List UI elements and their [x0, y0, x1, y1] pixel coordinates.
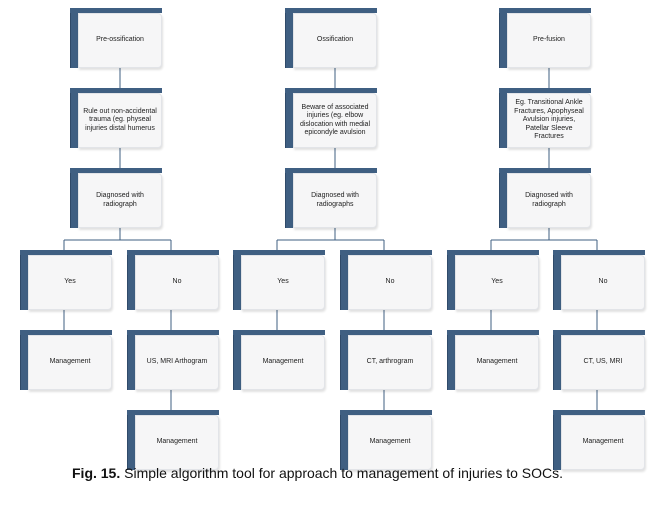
warning-box-0-label: Rule out non-accidental trauma (eg. phys… — [78, 93, 162, 148]
no-box-1: No — [340, 250, 432, 310]
warning-box-2: Eg. Transitional Ankle Fractures, Apophy… — [499, 88, 591, 148]
yes-management-box-1-label: Management — [241, 335, 325, 390]
yes-box-1-accent-top — [233, 250, 325, 255]
yes-management-box-0: Management — [20, 330, 112, 390]
no-management-box-2-accent-top — [553, 410, 645, 415]
no-investigation-box-1-accent-top — [340, 330, 432, 335]
yes-box-0-accent-top — [20, 250, 112, 255]
no-investigation-box-1: CT, arthrogram — [340, 330, 432, 390]
no-box-0-accent-top — [127, 250, 219, 255]
figure-caption: Fig. 15. Simple algorithm tool for appro… — [72, 465, 632, 481]
diagnosis-box-0-accent-top — [70, 168, 162, 173]
yes-box-0-label: Yes — [28, 255, 112, 310]
diagnosis-box-2-accent-top — [499, 168, 591, 173]
stage-box-1-accent-top — [285, 8, 377, 13]
no-box-0-label: No — [135, 255, 219, 310]
no-management-box-2-label: Management — [561, 415, 645, 470]
no-investigation-box-2: CT, US, MRI — [553, 330, 645, 390]
no-management-box-1-label: Management — [348, 415, 432, 470]
yes-management-box-1: Management — [233, 330, 325, 390]
diagnosis-box-0-label: Diagnosed with radiograph — [78, 173, 162, 228]
no-management-box-0: Management — [127, 410, 219, 470]
no-management-box-2: Management — [553, 410, 645, 470]
yes-box-2: Yes — [447, 250, 539, 310]
no-investigation-box-0: US, MRI Arthogram — [127, 330, 219, 390]
no-management-box-1-accent-top — [340, 410, 432, 415]
no-box-2: No — [553, 250, 645, 310]
yes-management-box-0-label: Management — [28, 335, 112, 390]
warning-box-1-accent-top — [285, 88, 377, 93]
warning-box-1: Beware of associated injuries (eg. elbow… — [285, 88, 377, 148]
yes-management-box-2: Management — [447, 330, 539, 390]
diagnosis-box-2: Diagnosed with radiograph — [499, 168, 591, 228]
stage-box-0-label: Pre-ossification — [78, 13, 162, 68]
warning-box-2-accent-top — [499, 88, 591, 93]
no-box-1-accent-top — [340, 250, 432, 255]
no-management-box-0-label: Management — [135, 415, 219, 470]
stage-box-2-label: Pre-fusion — [507, 13, 591, 68]
yes-management-box-2-label: Management — [455, 335, 539, 390]
yes-box-2-label: Yes — [455, 255, 539, 310]
no-investigation-box-1-label: CT, arthrogram — [348, 335, 432, 390]
no-investigation-box-2-accent-top — [553, 330, 645, 335]
diagnosis-box-1-accent-top — [285, 168, 377, 173]
yes-box-0: Yes — [20, 250, 112, 310]
warning-box-2-label: Eg. Transitional Ankle Fractures, Apophy… — [507, 93, 591, 148]
yes-box-1: Yes — [233, 250, 325, 310]
no-box-2-label: No — [561, 255, 645, 310]
yes-management-box-0-accent-top — [20, 330, 112, 335]
warning-box-1-label: Beware of associated injuries (eg. elbow… — [293, 93, 377, 148]
yes-management-box-1-accent-top — [233, 330, 325, 335]
no-box-1-label: No — [348, 255, 432, 310]
warning-box-0-accent-top — [70, 88, 162, 93]
no-management-box-0-accent-top — [127, 410, 219, 415]
stage-box-0: Pre-ossification — [70, 8, 162, 68]
caption-text: Simple algorithm tool for approach to ma… — [120, 465, 564, 481]
no-investigation-box-2-label: CT, US, MRI — [561, 335, 645, 390]
warning-box-0: Rule out non-accidental trauma (eg. phys… — [70, 88, 162, 148]
diagnosis-box-1-label: Diagnosed with radiographs — [293, 173, 377, 228]
stage-box-1: Ossification — [285, 8, 377, 68]
yes-box-1-label: Yes — [241, 255, 325, 310]
caption-label: Fig. 15. — [72, 465, 121, 481]
stage-box-1-label: Ossification — [293, 13, 377, 68]
yes-management-box-2-accent-top — [447, 330, 539, 335]
no-box-0: No — [127, 250, 219, 310]
no-investigation-box-0-label: US, MRI Arthogram — [135, 335, 219, 390]
yes-box-2-accent-top — [447, 250, 539, 255]
stage-box-2-accent-top — [499, 8, 591, 13]
diagnosis-box-0: Diagnosed with radiograph — [70, 168, 162, 228]
stage-box-2: Pre-fusion — [499, 8, 591, 68]
no-investigation-box-0-accent-top — [127, 330, 219, 335]
diagnosis-box-2-label: Diagnosed with radiograph — [507, 173, 591, 228]
no-management-box-1: Management — [340, 410, 432, 470]
stage-box-0-accent-top — [70, 8, 162, 13]
no-box-2-accent-top — [553, 250, 645, 255]
diagnosis-box-1: Diagnosed with radiographs — [285, 168, 377, 228]
